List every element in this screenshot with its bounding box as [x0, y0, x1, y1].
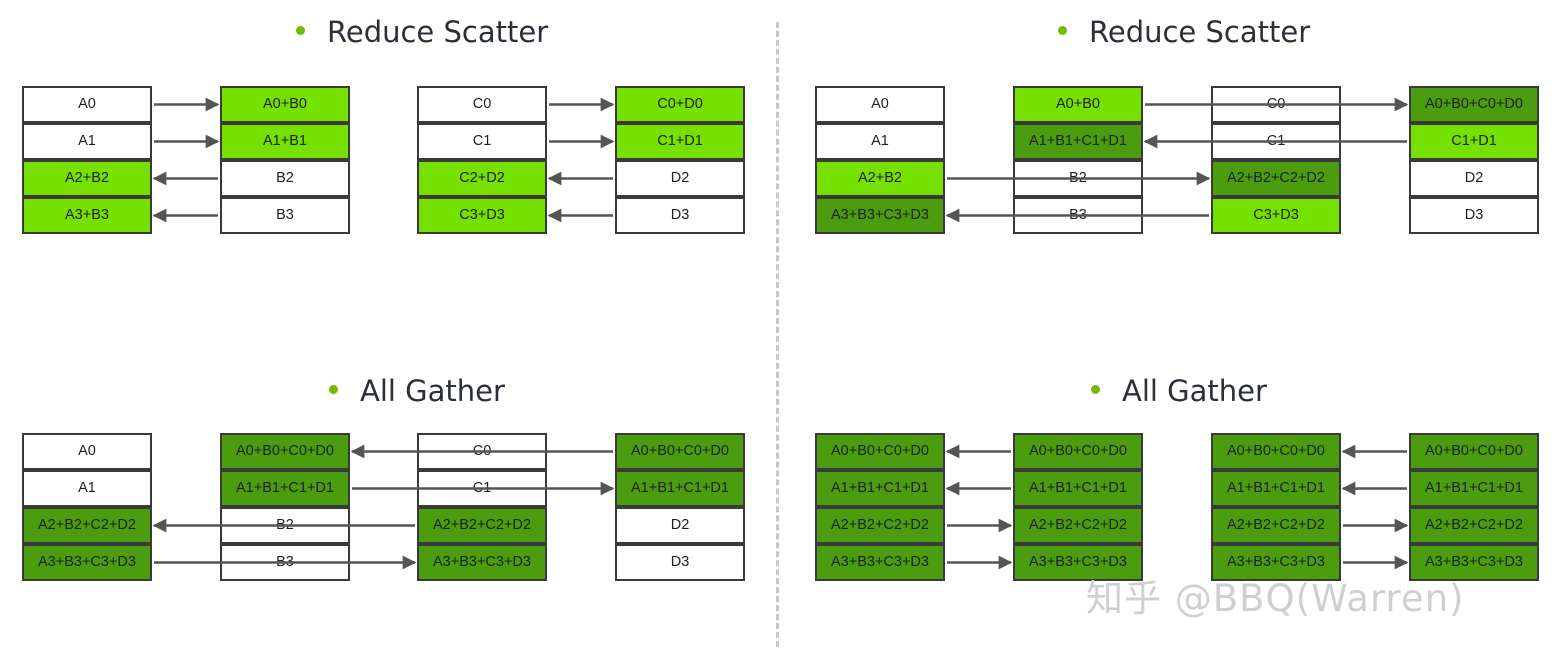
buffer-cell: A0: [22, 433, 152, 470]
buffer-cell: A3+B3+C3+D3: [1013, 544, 1143, 581]
buffer-cell: A0: [22, 86, 152, 123]
buffer-cell: A1+B1+C1+D1: [220, 470, 350, 507]
buffer-cell: A1: [815, 123, 945, 160]
panel-title-text: All Gather: [360, 374, 505, 408]
panel-title-text: Reduce Scatter: [1089, 15, 1311, 49]
buffer-cell: A3+B3+C3+D3: [815, 544, 945, 581]
panel-title-text: Reduce Scatter: [327, 15, 549, 49]
buffer-cell: A3+B3+C3+D3: [815, 197, 945, 234]
buffer-cell: A0: [815, 86, 945, 123]
buffer-cell: A1+B1+C1+D1: [615, 470, 745, 507]
buffer-cell: A2+B2+C2+D2: [1211, 507, 1341, 544]
buffer-cell: C0: [417, 86, 547, 123]
buffer-cell: C3+D3: [417, 197, 547, 234]
panel-title: Reduce Scatter: [1058, 12, 1310, 52]
buffer-cell: A0+B0+C0+D0: [1211, 433, 1341, 470]
buffer-cell: B3: [1013, 197, 1143, 234]
panel-title: Reduce Scatter: [296, 12, 548, 52]
buffer-cell: A2+B2+C2+D2: [1211, 160, 1341, 197]
buffer-cell: A2+B2+C2+D2: [1013, 507, 1143, 544]
buffer-cell: A0+B0+C0+D0: [1409, 86, 1539, 123]
buffer-cell: A2+B2+C2+D2: [1409, 507, 1539, 544]
buffer-cell: D2: [615, 160, 745, 197]
buffer-cell: C0: [1211, 86, 1341, 123]
buffer-cell: A1+B1+C1+D1: [1211, 470, 1341, 507]
buffer-cell: C2+D2: [417, 160, 547, 197]
buffer-cell: A3+B3+C3+D3: [1409, 544, 1539, 581]
buffer-cell: A2+B2+C2+D2: [417, 507, 547, 544]
buffer-cell: C1: [1211, 123, 1341, 160]
buffer-cell: C3+D3: [1211, 197, 1341, 234]
panel-divider: [776, 22, 779, 647]
buffer-cell: A0+B0: [1013, 86, 1143, 123]
buffer-cell: A2+B2+C2+D2: [22, 507, 152, 544]
bullet-dot-icon: [1058, 25, 1067, 35]
buffer-cell: D3: [1409, 197, 1539, 234]
buffer-cell: A0+B0+C0+D0: [615, 433, 745, 470]
buffer-cell: B3: [220, 197, 350, 234]
panel-title: All Gather: [329, 371, 505, 411]
panel-title: All Gather: [1091, 371, 1267, 411]
buffer-cell: B2: [1013, 160, 1143, 197]
buffer-cell: A2+B2: [815, 160, 945, 197]
buffer-cell: A0+B0+C0+D0: [1409, 433, 1539, 470]
watermark: 知乎 @BBQ(Warren): [1086, 577, 1465, 620]
buffer-cell: A1+B1+C1+D1: [1013, 123, 1143, 160]
bullet-dot-icon: [296, 25, 305, 35]
buffer-cell: A0+B0: [220, 86, 350, 123]
buffer-cell: A3+B3: [22, 197, 152, 234]
buffer-cell: A1+B1+C1+D1: [1013, 470, 1143, 507]
bullet-dot-icon: [329, 384, 338, 394]
buffer-cell: A3+B3+C3+D3: [1211, 544, 1341, 581]
buffer-cell: C0+D0: [615, 86, 745, 123]
buffer-cell: A2+B2+C2+D2: [815, 507, 945, 544]
panel-title-text: All Gather: [1122, 374, 1267, 408]
buffer-cell: A1+B1: [220, 123, 350, 160]
buffer-cell: B2: [220, 507, 350, 544]
buffer-cell: C1+D1: [1409, 123, 1539, 160]
buffer-cell: A0+B0+C0+D0: [815, 433, 945, 470]
buffer-cell: C1: [417, 123, 547, 160]
buffer-cell: C0: [417, 433, 547, 470]
buffer-cell: D2: [615, 507, 745, 544]
buffer-cell: A1: [22, 123, 152, 160]
buffer-cell: A0+B0+C0+D0: [1013, 433, 1143, 470]
buffer-cell: A1: [22, 470, 152, 507]
buffer-cell: A0+B0+C0+D0: [220, 433, 350, 470]
buffer-cell: C1+D1: [615, 123, 745, 160]
bullet-dot-icon: [1091, 384, 1100, 394]
buffer-cell: D3: [615, 197, 745, 234]
buffer-cell: A2+B2: [22, 160, 152, 197]
buffer-cell: B2: [220, 160, 350, 197]
buffer-cell: D2: [1409, 160, 1539, 197]
buffer-cell: C1: [417, 470, 547, 507]
buffer-cell: A1+B1+C1+D1: [1409, 470, 1539, 507]
buffer-cell: A1+B1+C1+D1: [815, 470, 945, 507]
buffer-cell: A3+B3+C3+D3: [22, 544, 152, 581]
buffer-cell: D3: [615, 544, 745, 581]
buffer-cell: A3+B3+C3+D3: [417, 544, 547, 581]
buffer-cell: B3: [220, 544, 350, 581]
